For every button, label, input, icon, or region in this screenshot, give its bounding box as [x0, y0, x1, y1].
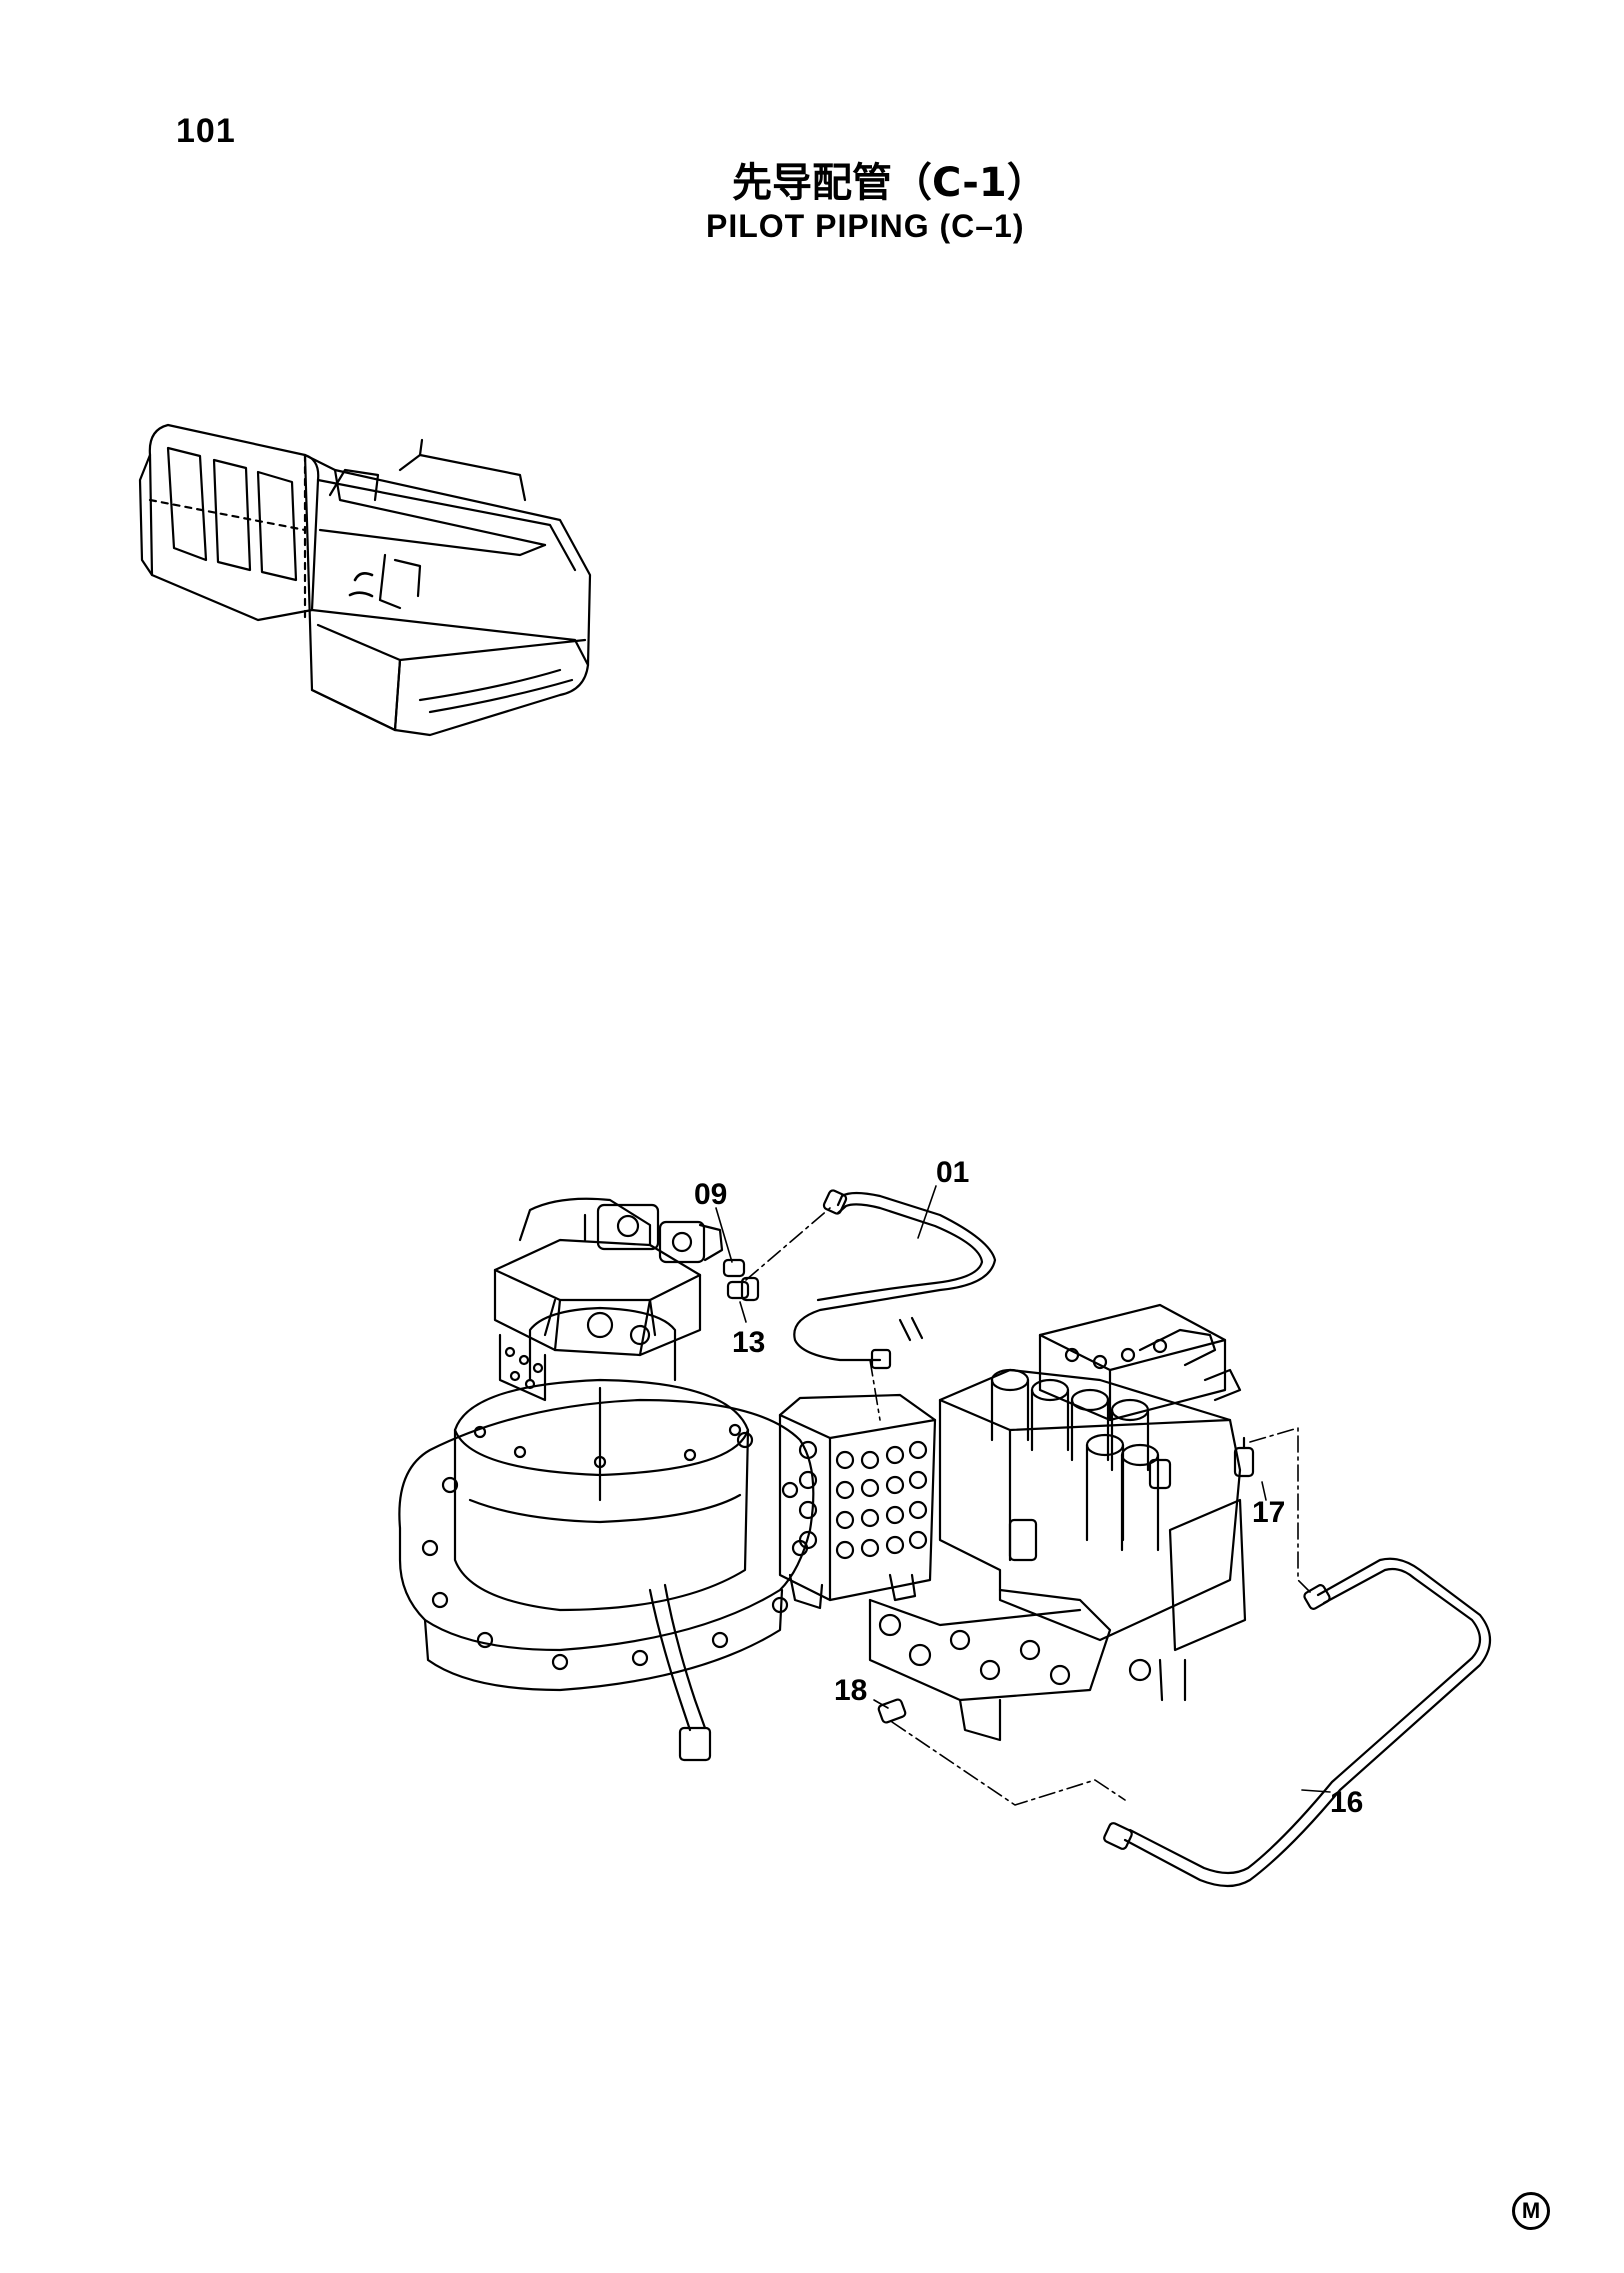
swing-motor-assembly	[398, 1197, 815, 1762]
page-number: 101	[176, 112, 236, 150]
callout-16: 16	[1330, 1786, 1363, 1819]
callout-18: 18	[834, 1674, 867, 1707]
pilot-pipe-16	[1103, 1557, 1492, 1888]
fitting-17	[1233, 1436, 1255, 1478]
fitting-18	[877, 1698, 907, 1724]
pilot-valve-block	[778, 1393, 937, 1610]
control-valve-assembly	[868, 1303, 1247, 1742]
fitting-09-13	[722, 1258, 760, 1302]
leader-lines	[715, 1185, 1331, 1793]
connection-lines	[745, 1207, 1311, 1806]
pilot-pipe-01	[793, 1189, 997, 1370]
circled-m-mark: M	[1512, 2192, 1550, 2230]
callout-09: 09	[694, 1178, 727, 1211]
callout-13: 13	[732, 1326, 765, 1359]
callout-01: 01	[936, 1156, 969, 1189]
callout-17: 17	[1252, 1496, 1285, 1529]
excavator-overview-illustration	[138, 423, 592, 737]
page-title-chinese: 先导配管（C-1）	[732, 160, 1047, 206]
page-title-english: PILOT PIPING (C–1)	[706, 208, 1025, 244]
